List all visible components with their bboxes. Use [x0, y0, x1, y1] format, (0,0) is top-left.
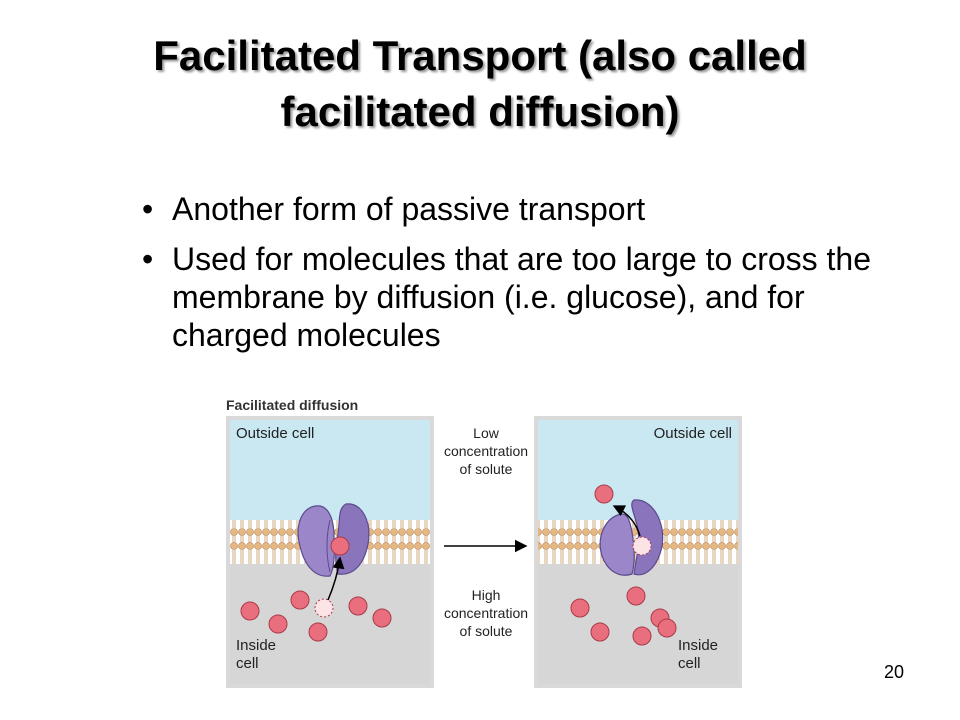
solute-molecule	[372, 608, 392, 628]
left-outside-label: Outside cell	[236, 425, 314, 442]
carrier-protein-icon	[599, 499, 664, 576]
low-label-1: Low	[473, 425, 500, 441]
right-inside-label-1: Inside	[678, 637, 718, 654]
bullet-dot-icon: •	[142, 191, 154, 227]
page-number: 20	[883, 662, 904, 682]
bullet-dot-icon: •	[142, 241, 154, 277]
solute-molecule	[594, 484, 614, 504]
bullet-text: Used for molecules that are too large to…	[172, 241, 872, 353]
high-label-1: High	[472, 587, 501, 603]
right-panel: Outside cell Inside cell	[534, 416, 742, 688]
left-panel: Outside cell Inside cell	[226, 416, 434, 688]
solute-molecule	[657, 618, 677, 638]
solute-molecule	[626, 586, 646, 606]
low-label-2: concentration	[444, 443, 528, 459]
slide-title: Facilitated Transport (also called facil…	[40, 28, 920, 140]
middle-labels: Low concentration of solute High concent…	[444, 425, 528, 639]
bullet-item: • Another form of passive transport	[142, 190, 882, 228]
high-label-2: concentration	[444, 605, 528, 621]
bullet-item: • Used for molecules that are too large …	[142, 240, 882, 354]
solute-molecule	[570, 598, 590, 618]
facilitated-diffusion-figure: Facilitated diffusion Outside cell Insid…	[222, 396, 748, 692]
solute-molecule	[308, 622, 328, 642]
low-label-3: of solute	[460, 461, 513, 477]
title-line-1: Facilitated Transport (also called	[153, 32, 807, 79]
solute-molecule	[348, 596, 368, 616]
figure-title: Facilitated diffusion	[226, 397, 358, 413]
figure-svg: Facilitated diffusion Outside cell Insid…	[226, 397, 742, 688]
bullet-text: Another form of passive transport	[172, 191, 646, 227]
left-inside-label-1: Inside	[236, 637, 276, 654]
right-outside-label: Outside cell	[654, 425, 732, 442]
solute-molecule	[290, 590, 310, 610]
solute-molecule	[268, 614, 288, 634]
right-inside-label-2: cell	[678, 655, 701, 672]
solute-molecule	[590, 622, 610, 642]
bullet-list: • Another form of passive transport • Us…	[142, 190, 882, 366]
solute-molecule	[330, 536, 350, 556]
solute-ghost	[314, 598, 334, 618]
solute-molecule	[240, 601, 260, 621]
high-label-3: of solute	[460, 623, 513, 639]
title-line-2: facilitated diffusion)	[280, 88, 680, 135]
solute-molecule	[632, 626, 652, 646]
solute-ghost	[632, 536, 652, 556]
left-inside-label-2: cell	[236, 655, 259, 672]
